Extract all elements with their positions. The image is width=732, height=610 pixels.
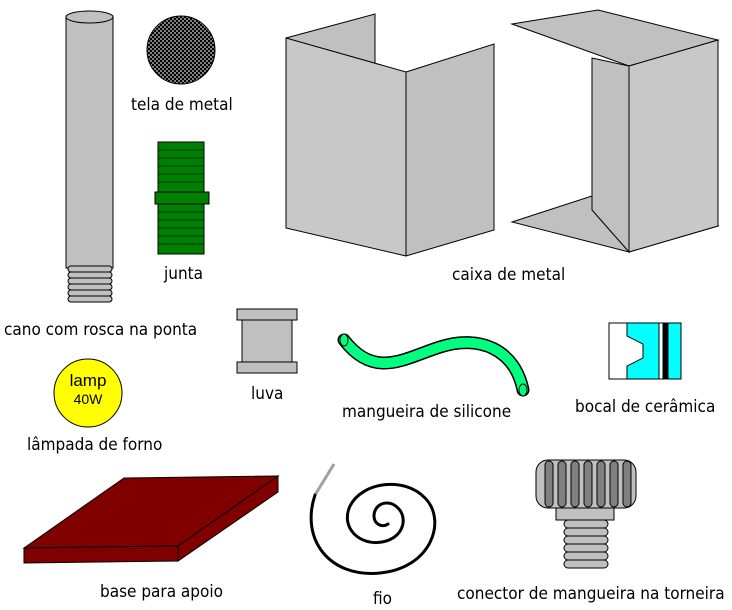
silicone-hose-icon <box>337 333 530 397</box>
sleeve-icon <box>236 308 298 374</box>
lamp-wattage-label: lamp 40W <box>58 372 118 408</box>
faucet-connector-icon <box>535 459 637 569</box>
label-bocal: bocal de cerâmica <box>575 397 716 417</box>
label-junta: junta <box>164 264 204 284</box>
threaded-pipe-icon <box>65 10 114 303</box>
label-base: base para apoio <box>100 582 223 602</box>
lamp-text-line2: 40W <box>73 391 103 407</box>
lamp-text-line1: lamp <box>69 371 107 390</box>
label-luva: luva <box>251 384 284 404</box>
metal-box-right-icon <box>510 9 720 254</box>
label-mangueira: mangueira de silicone <box>342 402 512 422</box>
oven-lamp-icon <box>53 358 123 428</box>
metal-box-left-icon <box>285 13 495 257</box>
label-conector: conector de mangueira na torneira <box>457 584 725 604</box>
ceramic-socket-icon <box>608 322 682 380</box>
label-caixa: caixa de metal <box>452 265 566 285</box>
label-tela: tela de metal <box>131 95 233 115</box>
label-cano: cano com rosca na ponta <box>4 320 198 340</box>
wire-coil-icon <box>309 463 437 575</box>
metal-mesh-icon <box>146 15 216 85</box>
label-fio: fio <box>373 589 392 609</box>
label-lampada: lâmpada de forno <box>27 435 163 455</box>
joint-icon <box>154 141 210 255</box>
support-base-icon <box>22 475 280 564</box>
